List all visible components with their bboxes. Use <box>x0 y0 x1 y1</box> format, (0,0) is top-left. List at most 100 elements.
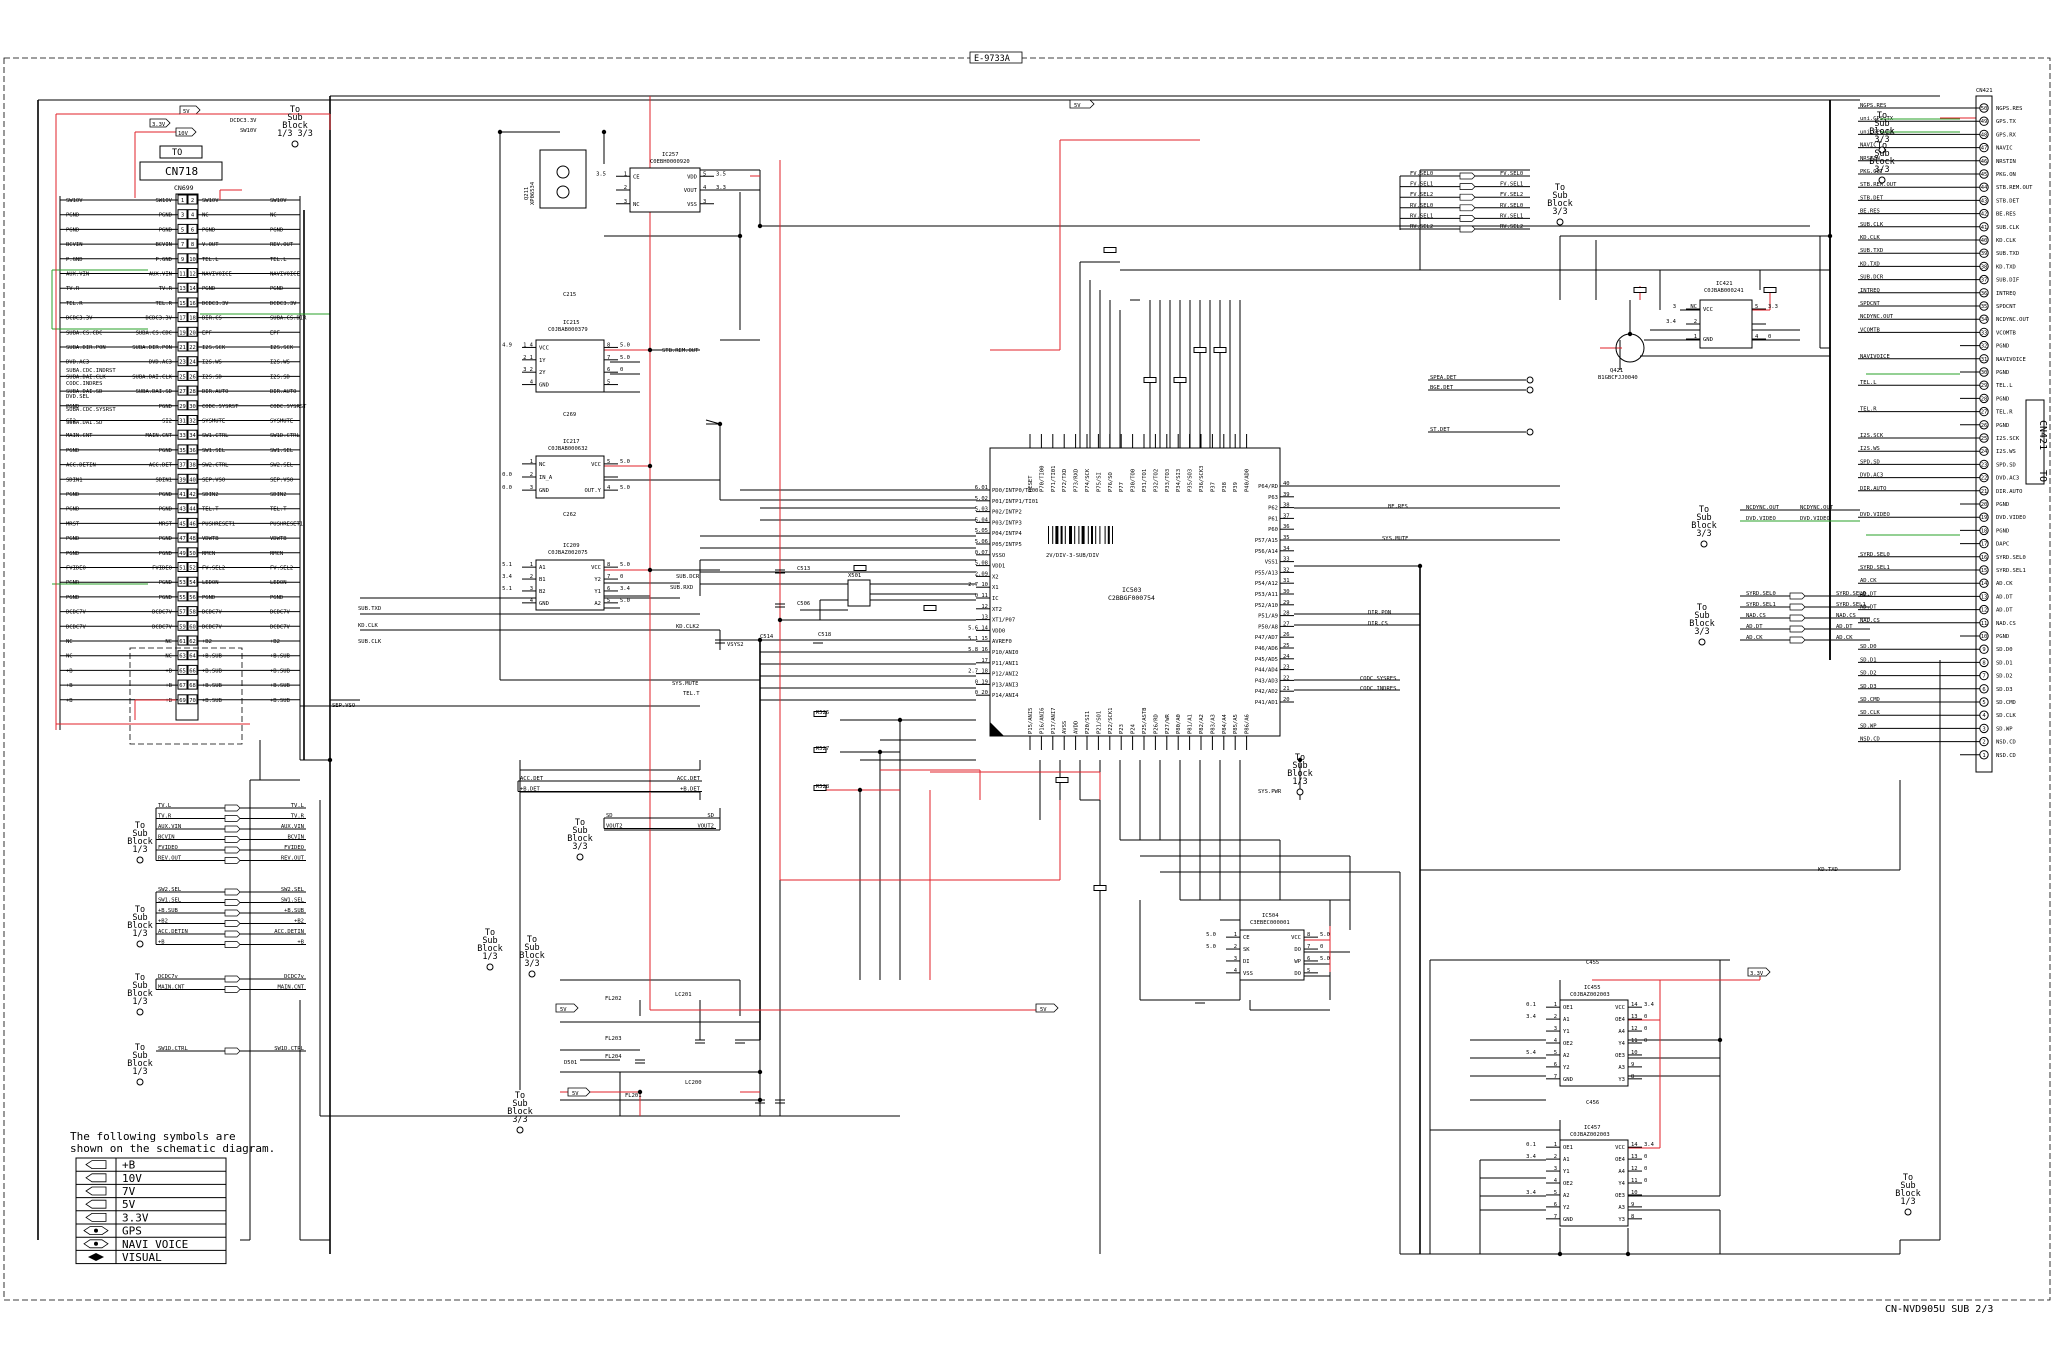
lc201-ref: LC201 <box>675 992 692 998</box>
cn699-pin-number: 45 <box>179 521 186 527</box>
cn699-pin-signal-left: SDIN1 <box>155 477 172 483</box>
cn699-pin-number: 59 <box>179 624 186 630</box>
ic503-pin-name: P83/A3 <box>1210 714 1216 734</box>
cn421-left-label: SD.WP <box>1860 723 1877 729</box>
ic217-pin-num: 1 <box>530 459 533 465</box>
to-sub-block-marker <box>136 1008 144 1016</box>
to-sub-block-text: Sub <box>132 913 147 923</box>
ic503-pin-name: P02/INTP2 <box>992 510 1022 516</box>
resistor <box>1103 247 1117 253</box>
cn421-left-label: SPD.SD <box>1860 459 1880 465</box>
cn699-pin-signal-left: PGND <box>159 448 172 454</box>
to-sub-block-text: Sub <box>1696 513 1711 523</box>
cn421-pin-number: 44 <box>1981 185 1988 191</box>
cn699-pin-signal-left: TEL.R <box>155 301 172 307</box>
ll4-label: SW1D.CTRL <box>158 1046 188 1052</box>
cn421-pin-number: 25 <box>1981 436 1988 442</box>
to-sub-block-marker <box>1904 1208 1912 1216</box>
to-sub-block-text: 1/3 <box>1900 1197 1915 1207</box>
ic503-pin-name: P55/A13 <box>1255 570 1278 576</box>
ic457-pin-num: 8 <box>1631 1214 1634 1220</box>
ic421-pin-num: NC <box>1690 304 1697 310</box>
cn699-pin-signal-left: BCVIN <box>155 242 172 248</box>
junction-dot <box>717 421 723 427</box>
cn699-right-signal: SW2.SEL <box>270 463 294 469</box>
cn421-pin-signal: DIR.AUTO <box>1996 489 2023 495</box>
cn421-left-label: PKG.OUT <box>1860 169 1884 175</box>
ic503-pin-num: 27 <box>1283 621 1290 627</box>
cn699-pin-signal-left: PGND <box>159 404 172 410</box>
cn699-right-signal: VDWTB <box>270 536 287 542</box>
ic215-pin-name: 1Y <box>539 358 546 364</box>
cn699-pin-number: 6 <box>191 227 194 233</box>
junction-dot <box>877 749 883 755</box>
cn699-pin-number: 46 <box>189 521 196 527</box>
ic504-pin-num: 7 <box>1307 944 1310 950</box>
cn699-left-signal: PGND <box>66 580 79 586</box>
ic457-pin-num: 13 <box>1631 1154 1638 1160</box>
right-mid-right: AD.DT <box>1836 624 1853 630</box>
net-sys-mute2: SYS.MUTE <box>1382 536 1409 542</box>
fvsel-flag <box>1459 204 1476 212</box>
ic455-pin-name: GND <box>1563 1077 1573 1083</box>
cn699-pin-signal-right: FV.SEL2 <box>202 566 225 572</box>
ic257-pin-num: 1 <box>624 171 627 177</box>
net-sub-clk: SUB.CLK <box>358 639 382 645</box>
cn421-pin-signal: AD.DT <box>1996 608 2013 614</box>
junction-dot <box>1297 757 1303 763</box>
cn421-pin-signal: SYRD.SEL0 <box>1996 555 2026 561</box>
cn699-pin-signal-left: FVIDEO <box>152 566 172 572</box>
resistor <box>1173 377 1187 383</box>
net-be-res: BE.RES <box>1388 504 1408 510</box>
cn421-pin-signal: TEL.L <box>1996 383 2013 389</box>
cn421-pin-signal: PGND <box>1996 528 2009 534</box>
ic503-pin-num: 35 <box>1283 535 1290 541</box>
cn421-left-label: INTREQ <box>1860 288 1880 294</box>
cn421-pin-signal: DVD.VIDEO <box>1996 515 2026 521</box>
right-mid-flag <box>1789 636 1806 644</box>
cn699-right-signal: PGND <box>270 286 283 292</box>
ic421-pin-volt: 0 <box>1768 334 1771 340</box>
cn421-left-label: DVD.VIDEO <box>1860 512 1890 518</box>
ic503-pin-name: P51/A9 <box>1258 614 1278 620</box>
ic217-pin-num: 2 <box>530 472 533 478</box>
ic257-pin-volt: 3.3 <box>716 185 726 191</box>
ic503-pin-name: AVREF0 <box>992 639 1012 645</box>
far-left-signal: DVD.SEL <box>66 394 90 400</box>
net-3v3-right-flag <box>1747 967 1771 977</box>
cn699-pin-signal-right: +B.SUB <box>202 654 223 660</box>
junction-dot <box>327 757 333 763</box>
cn699-left-signal: P.GND <box>66 257 83 263</box>
net-5v-flag <box>179 105 201 115</box>
cn421-pin-signal: STB.REM.OUT <box>1996 185 2033 191</box>
ic215-pin-name: 2Y <box>539 370 546 376</box>
cn699-pin-signal-left: PGND <box>159 213 172 219</box>
cn699-pin-number: 38 <box>189 463 196 469</box>
ic503-pin-name: P74/SCK <box>1085 468 1091 492</box>
legend-title-2: shown on the schematic diagram. <box>70 1142 275 1155</box>
fl202-ref: FL202 <box>605 996 622 1002</box>
ic455-pin-num: 2 <box>1554 1014 1557 1020</box>
right-mid-flag <box>1789 603 1806 611</box>
ic503-pin-num: 5.05 <box>975 528 988 534</box>
to-sub-block-text: 1/3 3/3 <box>277 129 313 139</box>
cn421-pin-signal: PGND <box>1996 502 2009 508</box>
ic504-pin-name: VCC <box>1291 935 1301 941</box>
cn421-pin-signal: SUB.DIF <box>1996 278 2019 284</box>
ic503-pin-name: P13/ANI3 <box>992 682 1019 688</box>
cn421-pin-number: 50 <box>1981 106 1988 112</box>
cn699-pin-signal-right: I2S.SD <box>202 374 222 380</box>
ic503-pin-num: 23 <box>1283 665 1290 671</box>
ic209-pin-name: Y2 <box>594 577 601 583</box>
cn421-pin-number: 37 <box>1981 278 1988 284</box>
to-sub-block-text: To <box>135 1043 145 1053</box>
cn699-pin-number: 44 <box>189 507 196 513</box>
ic503-pin-name: P43/AD3 <box>1255 678 1278 684</box>
legend-symbol-label: 10V <box>122 1172 142 1185</box>
cn699-pin-number: 55 <box>179 595 186 601</box>
